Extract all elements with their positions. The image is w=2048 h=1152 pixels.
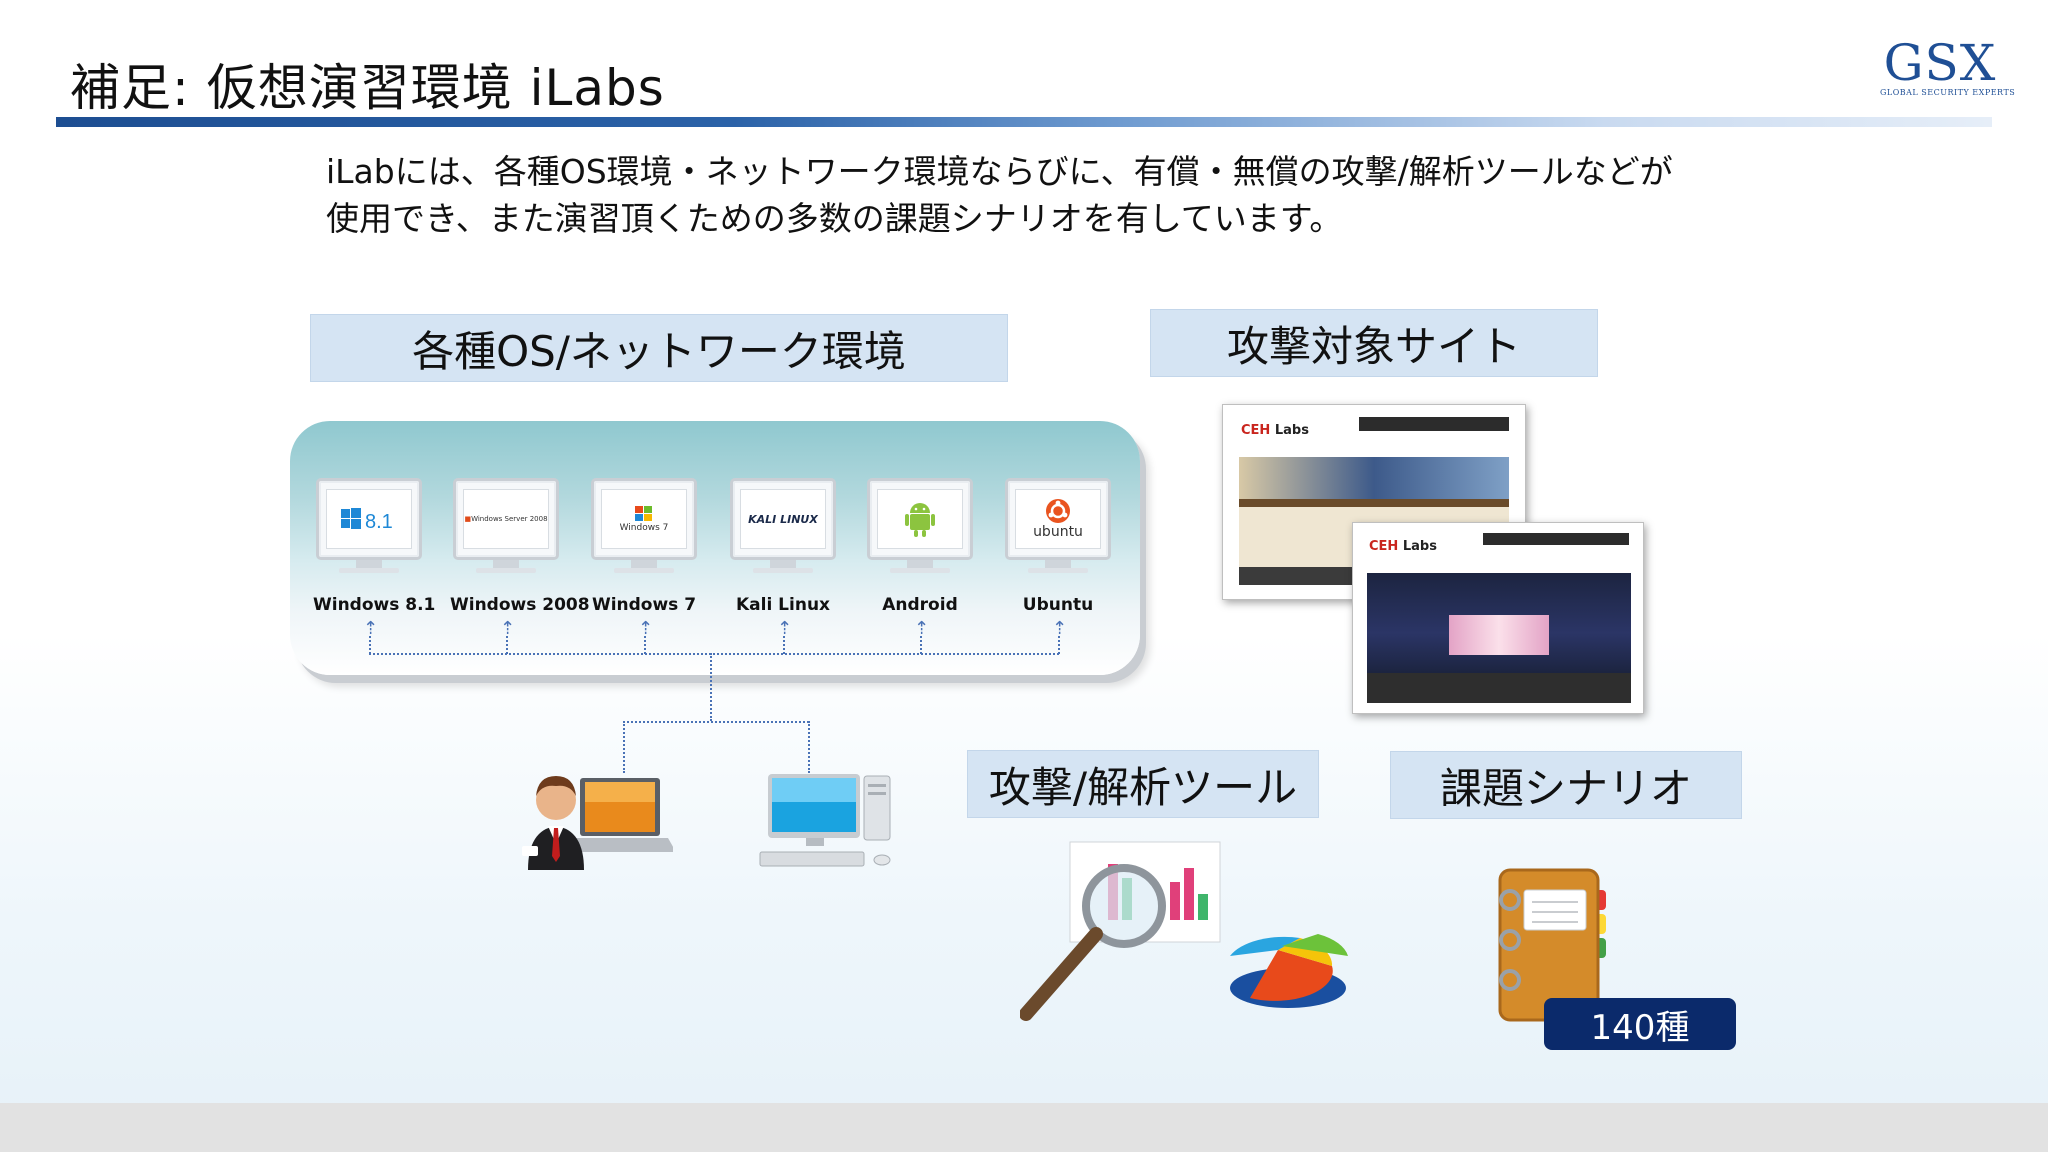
- windows-server-logo-icon: ■Windows Server 2008: [463, 489, 549, 549]
- arrow-up-icon: ⇡: [914, 618, 930, 639]
- user-laptop-icon: [508, 760, 676, 870]
- title-underline: [56, 117, 1992, 127]
- target-site-screenshot-2: CEH Labs: [1352, 522, 1644, 714]
- windows8-logo-icon: 8.1: [326, 489, 412, 549]
- os-name: Kali Linux: [735, 595, 831, 615]
- page-title: 補足: 仮想演習環境 iLabs: [70, 59, 665, 117]
- scenario-count-badge: 140種: [1544, 998, 1736, 1050]
- intro-line-2: 使用でき、また演習頂くための多数の課題シナリオを有しています。: [326, 199, 1343, 238]
- target-site-screenshot-1: CEH Labs: [1222, 404, 1526, 600]
- os-item-windows-7: Windows 7 Windows 7: [588, 478, 700, 615]
- logo-tagline: GLOBAL SECURITY EXPERTS: [1880, 88, 2016, 97]
- label-tools: 攻撃/解析ツール: [967, 750, 1319, 818]
- windows7-logo-icon: Windows 7: [601, 489, 687, 549]
- os-item-kali-linux: KALI LINUX Kali Linux: [727, 478, 839, 615]
- monitor-icon: Windows 7: [591, 478, 697, 560]
- monitor-icon: 8.1: [316, 478, 422, 560]
- android-logo-icon: [877, 489, 963, 549]
- network-trunk-line: [710, 653, 712, 721]
- logo-wordmark: GSX: [1883, 34, 1997, 92]
- os-name: Android: [882, 595, 958, 615]
- arrow-up-icon: ⇡: [638, 618, 654, 639]
- site-brand: CEH Labs: [1241, 423, 1309, 438]
- os-item-ubuntu: ubuntu Ubuntu: [1002, 478, 1114, 615]
- label-target-sites: 攻撃対象サイト: [1150, 309, 1598, 377]
- os-name: Windows 7: [591, 595, 697, 615]
- arrow-up-icon: ⇡: [1052, 618, 1068, 639]
- analysis-tools-icon: [1019, 838, 1350, 1028]
- arrow-up-icon: ⇡: [777, 618, 793, 639]
- intro-text: iLabには、各種OS環境・ネットワーク環境ならびに、有償・無償の攻撃/解析ツー…: [326, 148, 1673, 242]
- desktop-pc-icon: [756, 772, 896, 872]
- os-environment-panel: [290, 421, 1140, 675]
- label-os-network: 各種OS/ネットワーク環境: [310, 314, 1008, 382]
- os-name: Windows 2008: [450, 595, 590, 615]
- kali-linux-logo-icon: KALI LINUX: [740, 489, 826, 549]
- arrow-up-icon: ⇡: [363, 618, 379, 639]
- os-item-windows-8-1: 8.1 Windows 8.1: [313, 478, 436, 615]
- gsx-logo: GSX GLOBAL SECURITY EXPERTS: [1880, 34, 2016, 97]
- monitor-icon: KALI LINUX: [730, 478, 836, 560]
- ubuntu-logo-icon: ubuntu: [1015, 489, 1101, 549]
- network-branch-line: [623, 721, 809, 723]
- os-item-android: Android: [864, 478, 976, 615]
- intro-line-1: iLabには、各種OS環境・ネットワーク環境ならびに、有償・無償の攻撃/解析ツー…: [326, 152, 1673, 191]
- monitor-icon: ■Windows Server 2008: [453, 478, 559, 560]
- os-item-windows-2008: ■Windows Server 2008 Windows 2008: [450, 478, 590, 615]
- os-name: Ubuntu: [1022, 595, 1094, 615]
- site-brand: CEH Labs: [1369, 539, 1437, 554]
- monitor-icon: [867, 478, 973, 560]
- network-bus-line: [369, 653, 1059, 655]
- label-scenarios: 課題シナリオ: [1390, 751, 1742, 819]
- monitor-icon: ubuntu: [1005, 478, 1111, 560]
- os-name: Windows 8.1: [313, 595, 436, 615]
- footer-bar: [0, 1103, 2048, 1152]
- svg-text:8.1: 8.1: [365, 511, 393, 533]
- arrow-up-icon: ⇡: [500, 618, 516, 639]
